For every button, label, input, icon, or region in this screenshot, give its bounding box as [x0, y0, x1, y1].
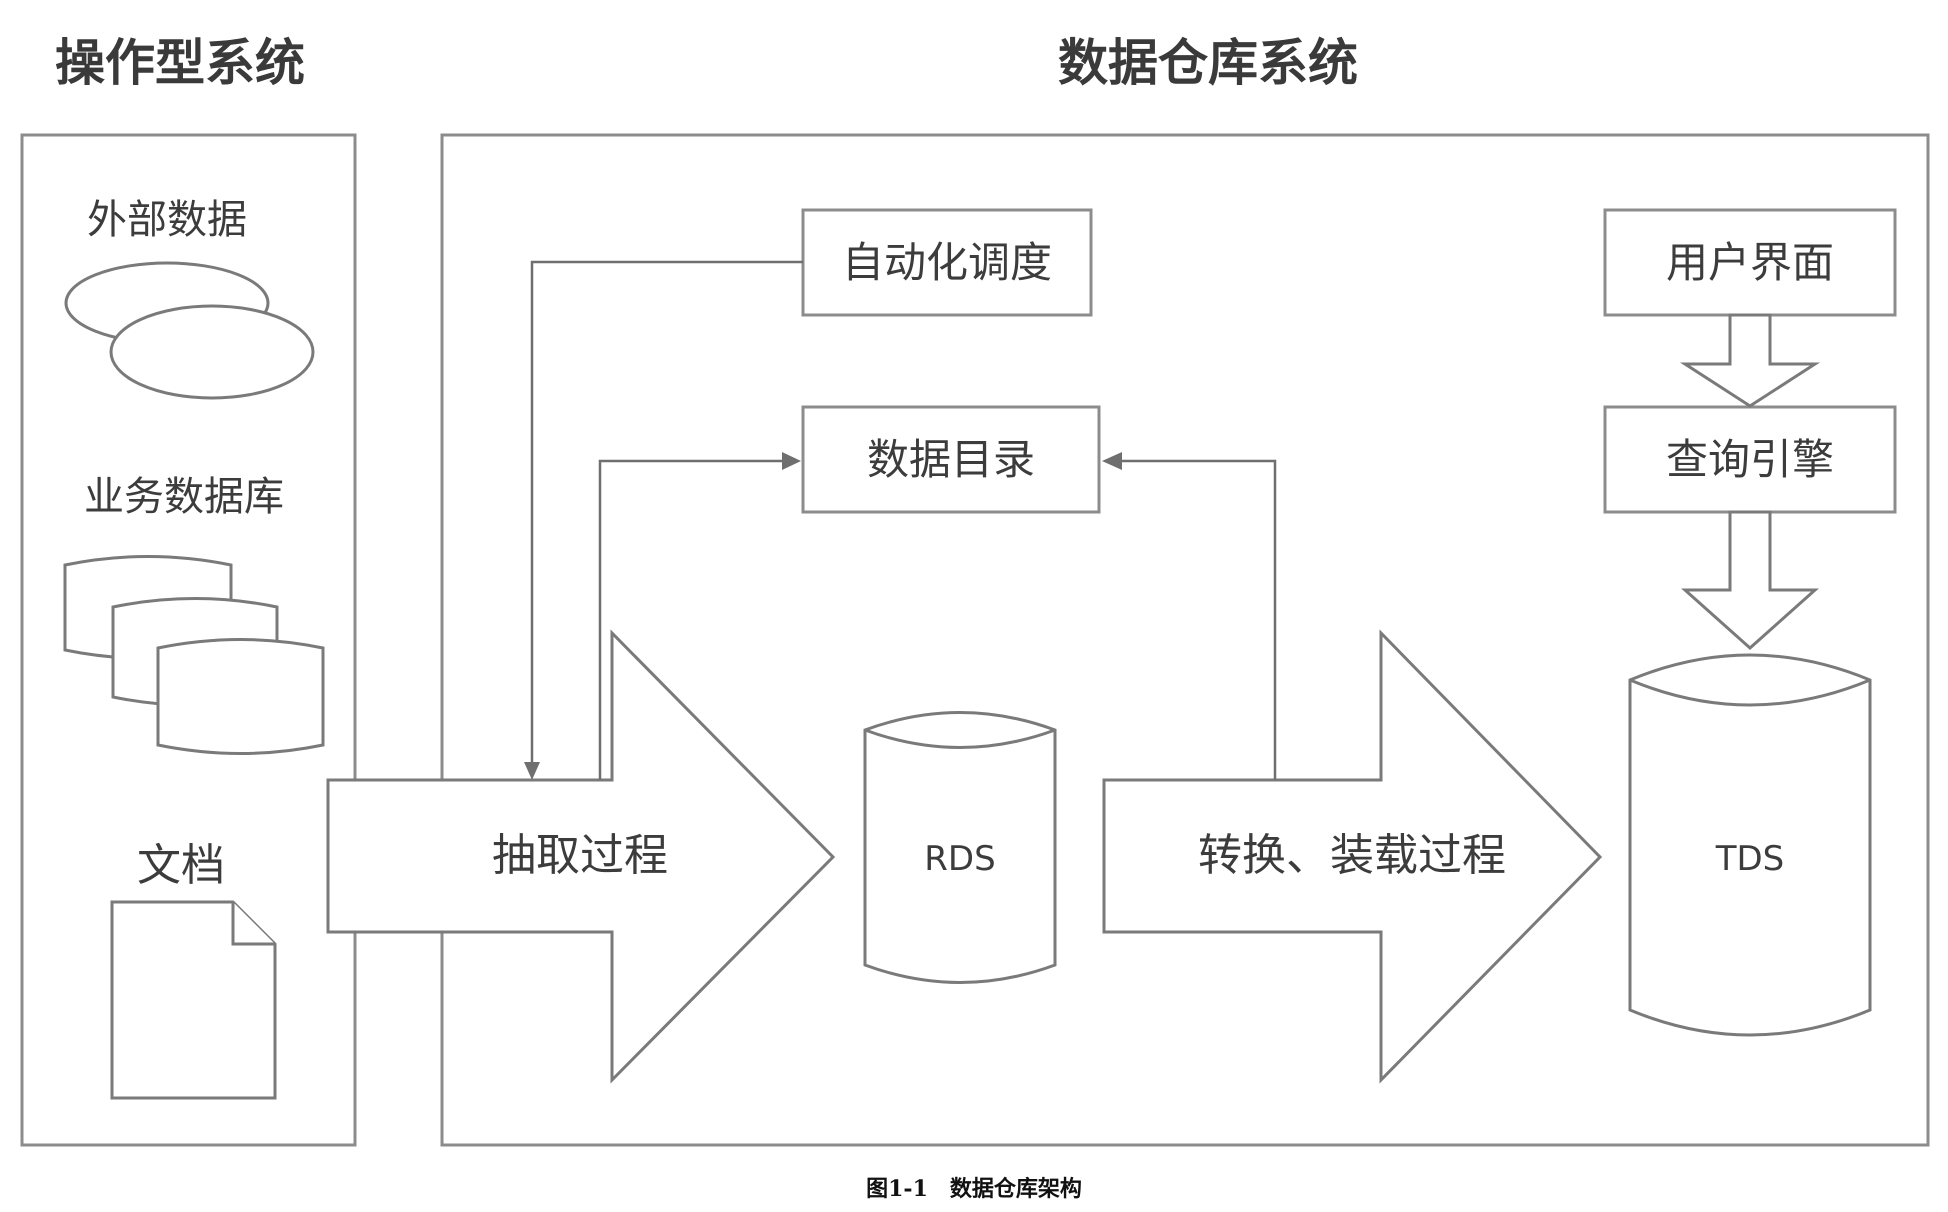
- extract-process-arrow: 抽取过程: [326, 629, 836, 1084]
- user-interface-box: 用户界面: [1603, 208, 1897, 317]
- external-data-label: 外部数据: [87, 197, 247, 243]
- transform-to-catalog-connector: [1102, 452, 1277, 780]
- down-arrow-ui-to-query: [1679, 313, 1821, 408]
- business-db-label: 业务数据库: [84, 474, 284, 520]
- document-icon: [110, 900, 277, 1100]
- tds-cylinder: TDS: [1628, 653, 1872, 1037]
- figure-caption: 图1-1 数据仓库架构: [866, 1176, 1082, 1202]
- extract-process-label: 抽取过程: [492, 830, 668, 881]
- rds-label: RDS: [924, 839, 995, 879]
- auto-schedule-box: 自动化调度: [801, 208, 1093, 317]
- documents-label: 文档: [137, 840, 225, 891]
- transform-load-arrow: 转换、装载过程: [1102, 629, 1603, 1084]
- extract-to-catalog-connector: [598, 452, 801, 780]
- data-catalog-label: 数据目录: [867, 435, 1035, 484]
- auto-schedule-label: 自动化调度: [842, 238, 1052, 287]
- data-catalog-box: 数据目录: [801, 405, 1101, 514]
- operational-system-title: 操作型系统: [55, 34, 305, 92]
- warehouse-system-title: 数据仓库系统: [1058, 34, 1358, 92]
- tds-label: TDS: [1715, 839, 1785, 879]
- transform-load-label: 转换、装载过程: [1198, 830, 1506, 881]
- query-engine-box: 查询引擎: [1603, 405, 1897, 514]
- down-arrow-query-to-tds: [1681, 510, 1819, 651]
- query-engine-label: 查询引擎: [1666, 435, 1834, 484]
- rds-cylinder: RDS: [863, 711, 1057, 984]
- business-db-icon: [63, 555, 325, 755]
- user-interface-label: 用户界面: [1666, 238, 1834, 287]
- external-data-icon: [64, 261, 315, 400]
- schedule-to-extract-connector: [524, 260, 803, 780]
